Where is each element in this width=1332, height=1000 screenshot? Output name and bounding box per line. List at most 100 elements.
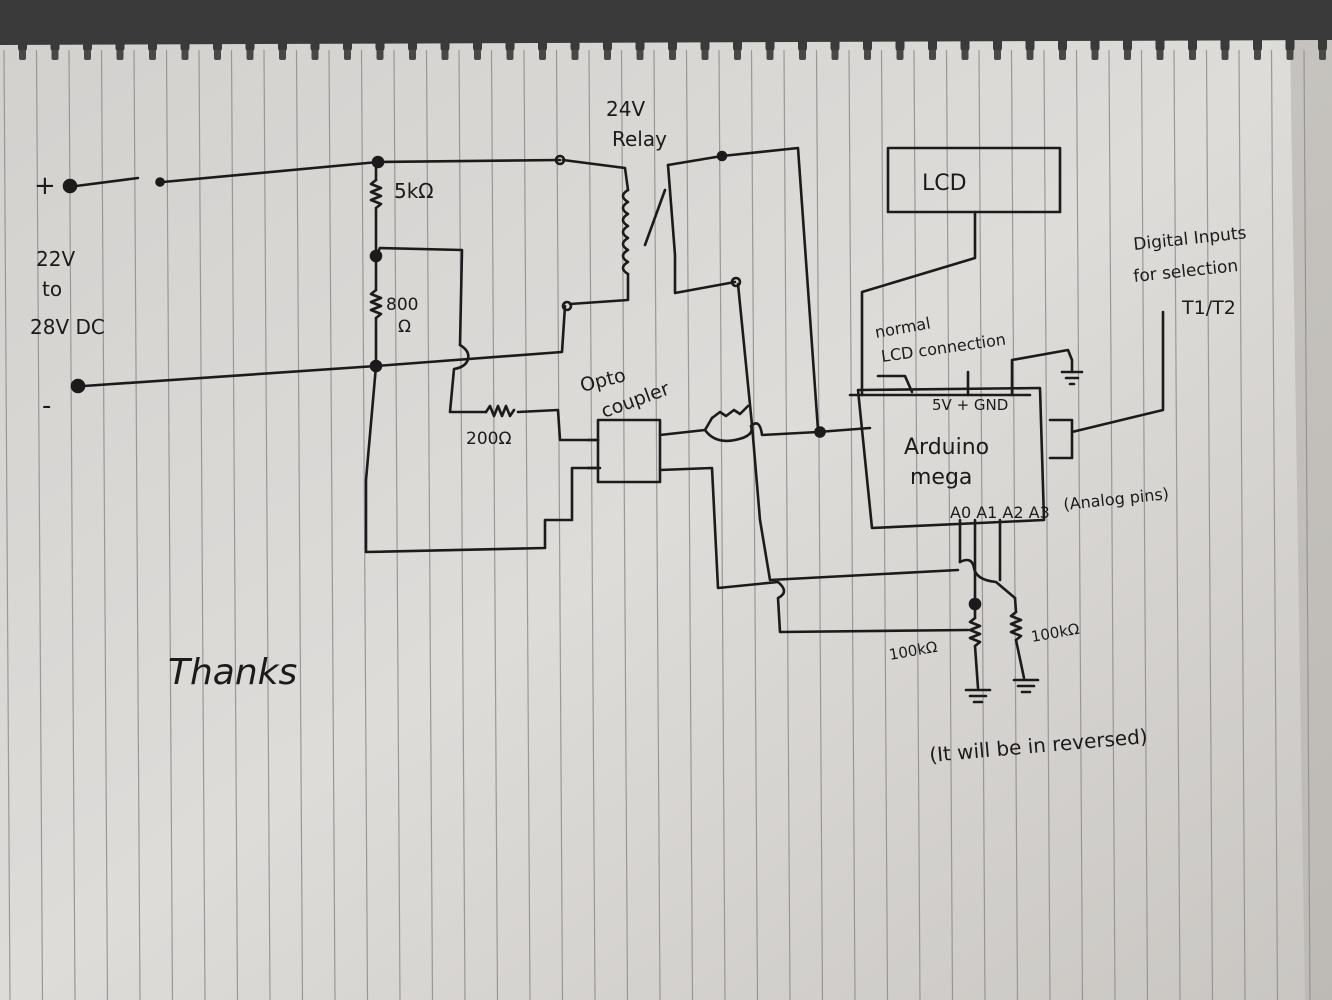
binding-ring bbox=[1285, 8, 1295, 52]
binding-ring bbox=[1090, 8, 1100, 52]
ruled-line bbox=[1270, 49, 1279, 1000]
binding-ring bbox=[928, 8, 937, 52]
binding-hole bbox=[344, 50, 351, 60]
binding-ring bbox=[1058, 8, 1067, 52]
binding-hole bbox=[1286, 50, 1294, 60]
binding-hole bbox=[1156, 50, 1164, 60]
binding-hole bbox=[734, 50, 741, 60]
resistor-200-label: 200Ω bbox=[466, 429, 511, 449]
binding-hole bbox=[376, 50, 384, 60]
arduino-label-2: mega bbox=[910, 465, 972, 490]
ruled-line bbox=[328, 49, 336, 1000]
resistor-5k bbox=[369, 178, 383, 210]
voltage-label-1: 22V bbox=[36, 247, 75, 271]
lcd-label: LCD bbox=[922, 171, 967, 196]
ground-symbol bbox=[964, 688, 992, 704]
binding-ring bbox=[375, 8, 385, 52]
ruled-line bbox=[1238, 49, 1246, 1000]
minus-label: - bbox=[42, 391, 51, 421]
ruled-line bbox=[523, 49, 531, 1000]
binding-hole bbox=[1026, 50, 1034, 60]
binding-hole bbox=[51, 50, 59, 60]
arduino-label-1: Arduino bbox=[904, 435, 989, 460]
resistor-100k-right bbox=[1009, 610, 1023, 642]
binding-hole bbox=[149, 50, 156, 60]
binding-hole bbox=[1189, 50, 1196, 60]
digital-inputs-label-3: T1/T2 bbox=[1181, 297, 1236, 319]
binding-ring bbox=[668, 8, 677, 52]
plus-terminal bbox=[62, 178, 78, 194]
relay-label-2: Relay bbox=[612, 127, 667, 151]
plus-label: + bbox=[34, 171, 56, 201]
ruled-line bbox=[360, 49, 369, 1000]
binding-ring bbox=[473, 8, 482, 52]
binding-ring bbox=[733, 8, 742, 52]
paper-edge-shadow bbox=[1290, 40, 1332, 1000]
ground-symbol bbox=[1060, 370, 1084, 386]
binding-ring bbox=[1220, 8, 1230, 52]
ruled-line bbox=[653, 49, 661, 1000]
binding-hole bbox=[539, 50, 546, 60]
resistor-200 bbox=[484, 404, 516, 418]
ruled-line bbox=[393, 49, 401, 1000]
binding-ring bbox=[148, 8, 157, 52]
diode-symbol bbox=[710, 404, 750, 420]
arduino-analog-pins: A0 A1 A2 A3 bbox=[950, 503, 1050, 522]
binding-hole bbox=[474, 50, 481, 60]
optocoupler-box bbox=[596, 418, 662, 484]
binding-ring bbox=[1188, 8, 1197, 52]
ruled-line bbox=[1303, 49, 1311, 1000]
ruled-line bbox=[100, 49, 109, 1000]
binding-ring bbox=[245, 8, 255, 52]
binding-hole bbox=[571, 50, 579, 60]
resistor-100k-left bbox=[968, 616, 982, 648]
relay-coil-terminal bbox=[561, 300, 573, 312]
ruled-line bbox=[1108, 49, 1116, 1000]
binding-hole bbox=[669, 50, 676, 60]
binding-ring bbox=[1025, 8, 1035, 52]
binding-ring bbox=[798, 8, 807, 52]
binding-hole bbox=[1091, 50, 1099, 60]
junction-dot bbox=[814, 426, 826, 438]
relay-switch-blade bbox=[643, 188, 667, 247]
ruled-line bbox=[815, 49, 824, 1000]
ruled-line bbox=[848, 49, 856, 1000]
binding-hole bbox=[1059, 50, 1066, 60]
voltage-label-3: 28V DC bbox=[30, 315, 105, 339]
binding-ring bbox=[343, 8, 352, 52]
binding-hole bbox=[766, 50, 774, 60]
binding-hole bbox=[799, 50, 806, 60]
resistor-800 bbox=[369, 288, 383, 320]
arduino-box bbox=[856, 386, 1046, 530]
binding-hole bbox=[896, 50, 904, 60]
binding-ring bbox=[50, 8, 60, 52]
ruled-line bbox=[1010, 49, 1019, 1000]
ruled-line bbox=[3, 49, 11, 1000]
binding-ring bbox=[1155, 8, 1165, 52]
binding-ring bbox=[310, 8, 320, 52]
binding-ring bbox=[278, 8, 287, 52]
binding-ring bbox=[505, 8, 515, 52]
binding-ring bbox=[570, 8, 580, 52]
binding-hole bbox=[994, 50, 1001, 60]
binding-hole bbox=[636, 50, 644, 60]
arduino-power-pins: 5V + GND bbox=[932, 396, 1008, 414]
binding-ring bbox=[1253, 8, 1262, 52]
binding-hole bbox=[214, 50, 221, 60]
binding-hole bbox=[1319, 50, 1326, 60]
minus-terminal bbox=[70, 378, 86, 394]
binding-ring bbox=[635, 8, 645, 52]
ruled-line bbox=[685, 49, 694, 1000]
binding-hole bbox=[506, 50, 514, 60]
binding-ring bbox=[603, 8, 612, 52]
ruled-line bbox=[425, 49, 434, 1000]
bottom-rail-wire bbox=[82, 364, 378, 388]
ruled-line bbox=[230, 49, 239, 1000]
digital-input-connector bbox=[1048, 418, 1074, 460]
binding-ring bbox=[700, 8, 710, 52]
ruled-line bbox=[1173, 49, 1181, 1000]
binding-ring bbox=[830, 8, 840, 52]
ruled-line bbox=[490, 49, 499, 1000]
